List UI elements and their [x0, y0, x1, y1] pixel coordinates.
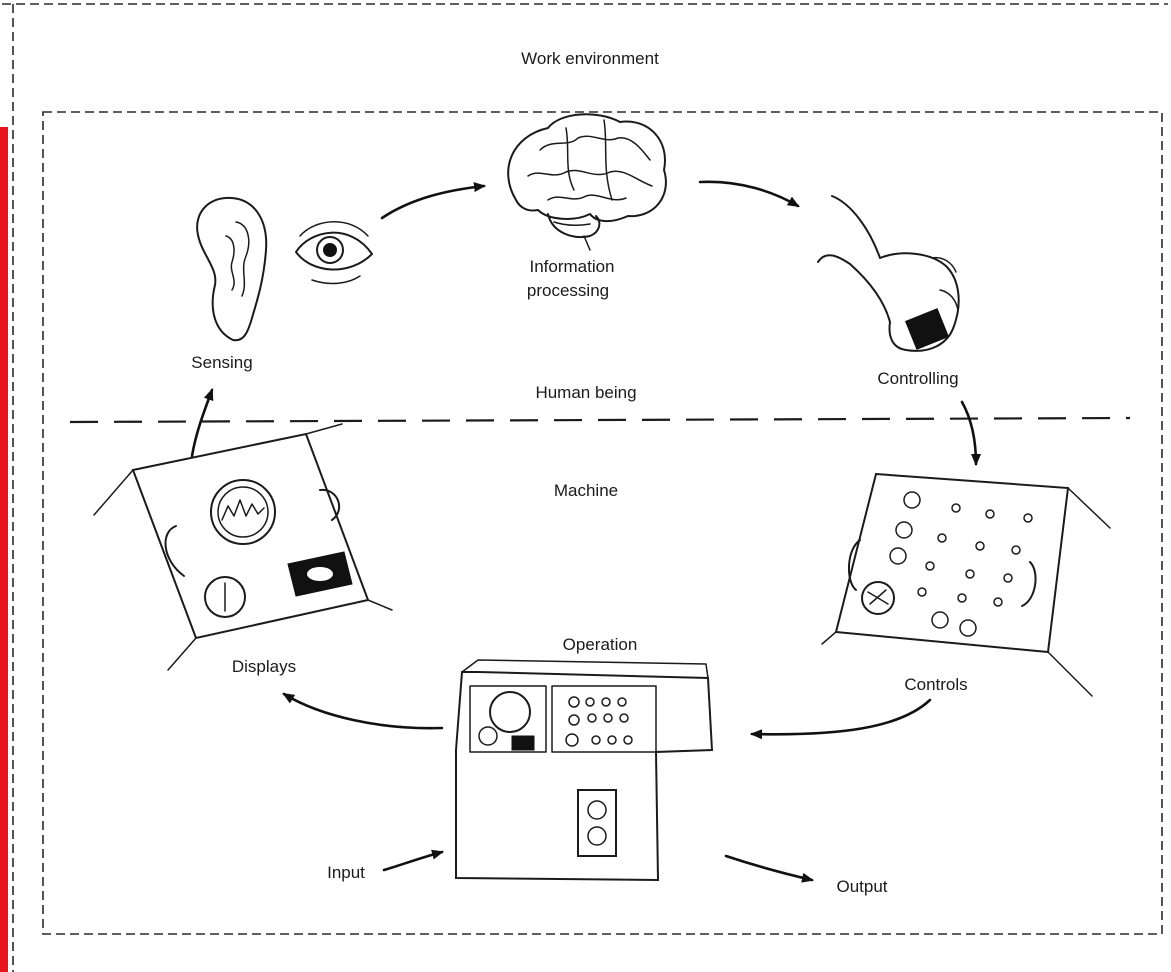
left-margin-bar [0, 127, 8, 972]
label-input: Input [327, 863, 365, 882]
label-machine: Machine [554, 481, 618, 500]
arrow-processing-to-controlling [698, 180, 800, 208]
label-output: Output [836, 877, 887, 896]
arrow-displays-to-sensing [190, 388, 214, 458]
label-information-processing-line2: processing [527, 281, 609, 300]
arrow-controlling-to-controls [960, 400, 981, 466]
arrow-sensing-to-processing [380, 182, 486, 220]
ear-icon [196, 196, 268, 342]
arrow-input [382, 849, 444, 872]
title-work-environment: Work environment [521, 49, 659, 68]
brain-icon [507, 113, 667, 251]
label-controls: Controls [904, 675, 967, 694]
label-sensing: Sensing [191, 353, 252, 372]
hand-icon [817, 195, 960, 352]
label-information-processing-line1: Information [529, 257, 614, 276]
operation-console-icon [455, 659, 714, 882]
display-panel-icon [93, 423, 393, 671]
arrow-operation-to-displays [282, 692, 444, 730]
human-machine-boundary [69, 416, 1131, 424]
label-operation: Operation [563, 635, 638, 654]
environment-frame [42, 111, 1163, 935]
label-displays: Displays [232, 657, 296, 676]
arrow-controls-to-operation [750, 698, 932, 740]
eye-icon [295, 221, 373, 285]
label-human-being: Human being [535, 383, 636, 402]
arrow-output [724, 854, 814, 883]
control-panel-icon [821, 472, 1111, 697]
control-knob [904, 308, 950, 350]
label-controlling: Controlling [877, 369, 958, 388]
